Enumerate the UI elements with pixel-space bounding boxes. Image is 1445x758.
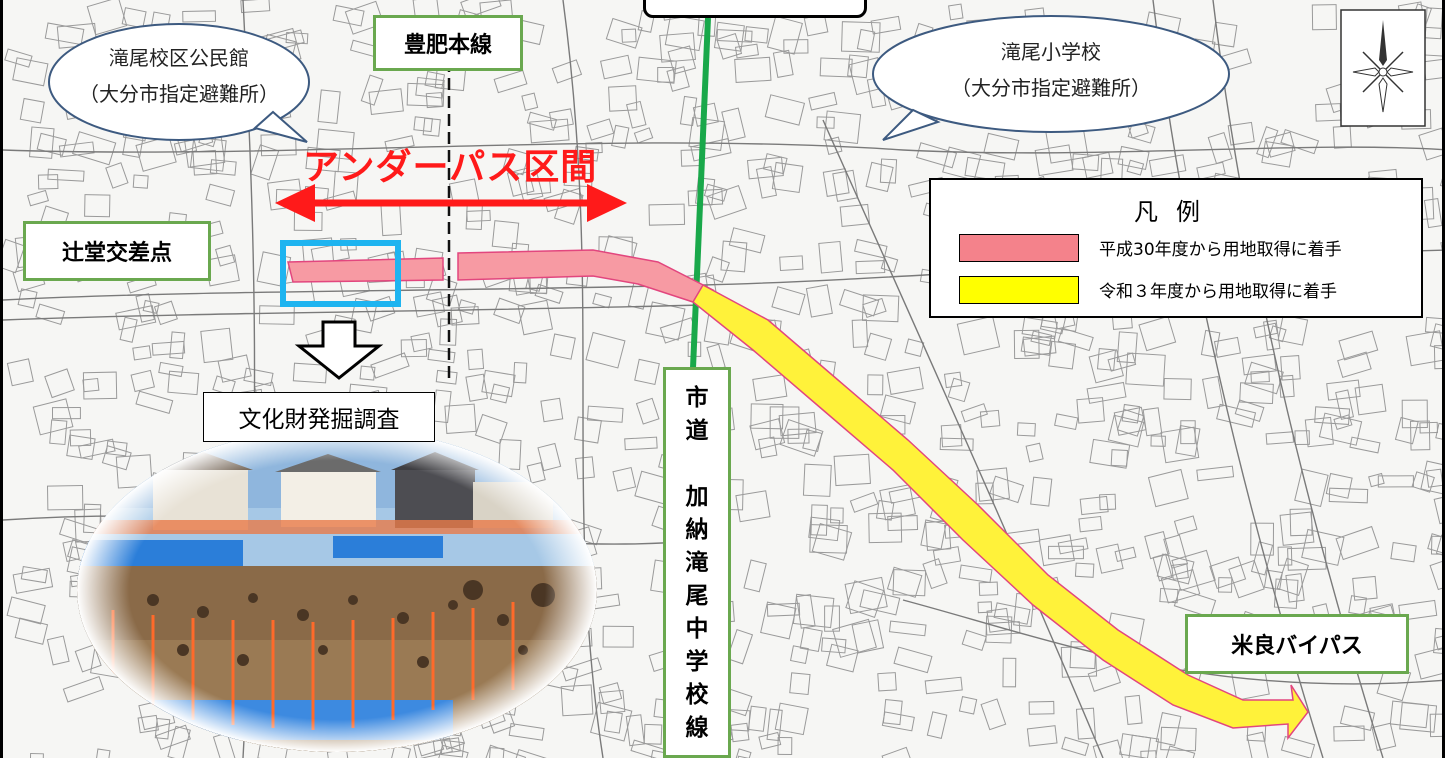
legend-title: 凡例 xyxy=(1134,198,1218,226)
city-road-line xyxy=(690,17,711,369)
hohi-line-label: 豊肥本線 xyxy=(373,15,523,71)
city-road-label-char xyxy=(693,448,701,481)
city-road-label: 市道 加納滝尾中学校線 xyxy=(663,367,731,758)
phase2-route xyxy=(692,283,1309,741)
city-road-label-char: 納 xyxy=(685,517,709,543)
excavation-highlight-box xyxy=(280,240,401,307)
kominkan-label: 滝尾校区公民館 （大分市指定避難所） xyxy=(79,46,279,106)
city-road-label-char: 尾 xyxy=(685,583,709,609)
top-title-tab xyxy=(643,0,867,18)
hollow-down-arrow-icon xyxy=(294,320,384,380)
phase1-route-east xyxy=(457,249,715,303)
school-callout xyxy=(872,15,1230,141)
legend-text-phase2: 令和３年度から用地取得に着手 xyxy=(1099,282,1337,302)
city-road-label-char: 道 xyxy=(685,418,709,444)
legend-swatch-phase1 xyxy=(959,234,1079,262)
city-road-label-char: 校 xyxy=(685,682,709,708)
excavation-photo xyxy=(77,428,597,752)
city-road-label-char: 中 xyxy=(685,616,709,642)
kominkan-callout xyxy=(48,23,310,143)
legend-text-phase1: 平成30年度から用地取得に着手 xyxy=(1099,240,1342,260)
city-road-label-char: 市 xyxy=(685,385,709,411)
underpass-section-label: アンダーパス区間 xyxy=(303,147,598,188)
phase1-route xyxy=(287,257,444,283)
city-road-label-char: 加 xyxy=(685,484,709,510)
route-overlay xyxy=(48,9,1426,752)
excavation-label: 文化財発掘調査 xyxy=(203,392,435,442)
city-road-label-char: 学 xyxy=(685,649,709,675)
mera-bypass-label: 米良バイパス xyxy=(1185,614,1409,674)
legend-swatch-phase2 xyxy=(959,276,1079,304)
compass-rose-icon xyxy=(1340,9,1426,127)
legend: 凡例 平成30年度から用地取得に着手 令和３年度から用地取得に着手 xyxy=(929,178,1423,318)
city-road-label-char: 滝 xyxy=(685,550,709,576)
city-road-label-char: 線 xyxy=(685,715,709,741)
tsujido-intersection-label: 辻堂交差点 xyxy=(23,221,211,281)
underpass-arrow xyxy=(275,184,627,222)
school-label: 滝尾小学校 （大分市指定避難所） xyxy=(951,40,1151,100)
